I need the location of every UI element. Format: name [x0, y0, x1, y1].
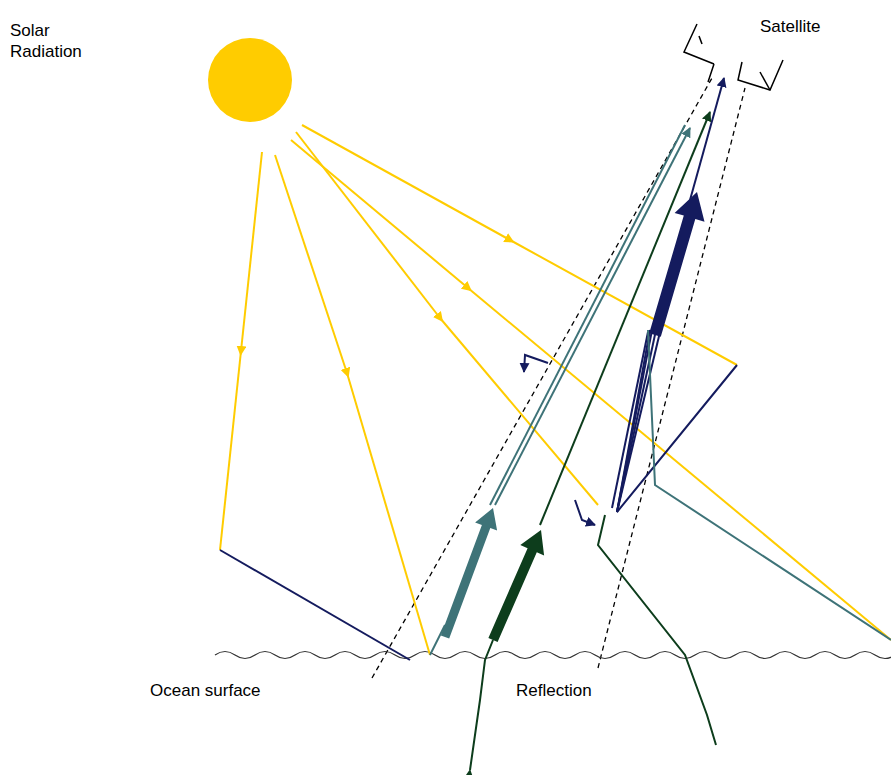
surface-label: Ocean surface — [150, 680, 310, 701]
process-label: Reflection — [516, 680, 636, 701]
water-leaving-light — [430, 125, 891, 655]
thick-arrow — [488, 530, 544, 642]
thick-arrow — [441, 508, 497, 639]
solar-rays — [220, 125, 891, 655]
field-of-view — [372, 78, 745, 678]
thick-arrows — [441, 192, 705, 642]
thick-arrow — [649, 192, 704, 337]
sun — [208, 38, 292, 122]
upwelling-light — [470, 112, 716, 770]
title-label: Solar Radiation — [10, 20, 100, 62]
scattered-light — [220, 78, 737, 660]
satellite-label: Satellite — [760, 16, 870, 37]
ocean-wave — [215, 652, 891, 659]
